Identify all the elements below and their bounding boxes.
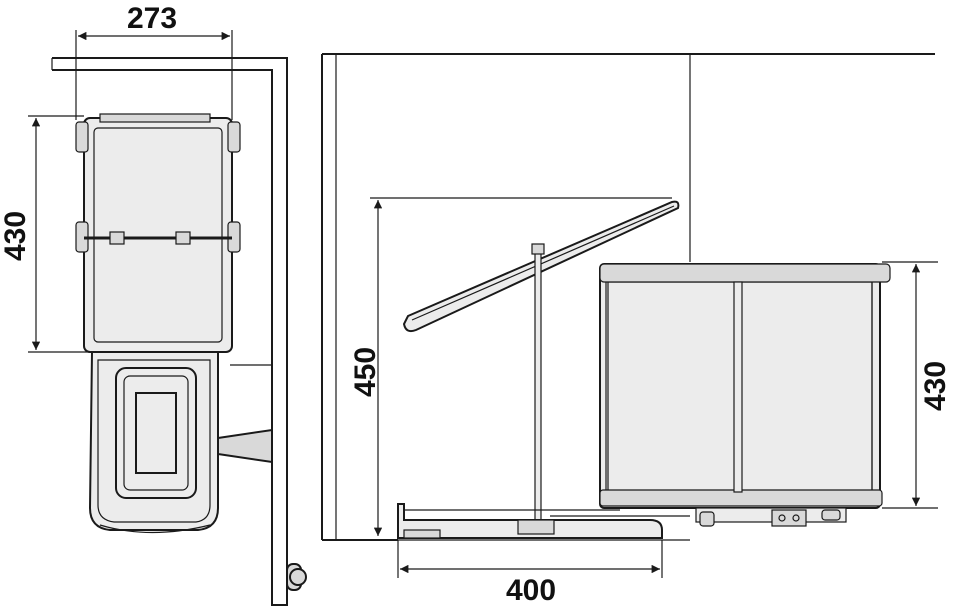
lift-rod [531,243,545,521]
dimension-width-273: 273 [75,2,233,120]
cabinet-outline-side-view [321,53,935,541]
side-view: 450 430 400 [321,53,952,607]
top-view: 273 430 [0,2,307,606]
pull-out-base [397,503,690,539]
dimension-label-frame-height: 450 [349,347,382,397]
dimension-label-bin-height: 430 [919,361,952,411]
door-knob [286,563,307,591]
dimension-label-width: 273 [127,2,177,35]
dimension-depth-430: 430 [0,115,92,353]
dimension-extension-400: 400 [397,540,663,607]
dimension-label-extension: 400 [506,574,556,607]
dimension-height-450: 450 [349,197,672,536]
upper-bin-frame [75,113,241,353]
runner-hardware [695,507,847,527]
lower-bin [88,351,219,534]
dimension-label-depth: 430 [0,211,32,261]
waste-bin-side [599,263,891,509]
dimension-height-430: 430 [882,261,952,509]
connector-cone [217,428,273,464]
cabinet-outline-top-view [51,57,288,606]
